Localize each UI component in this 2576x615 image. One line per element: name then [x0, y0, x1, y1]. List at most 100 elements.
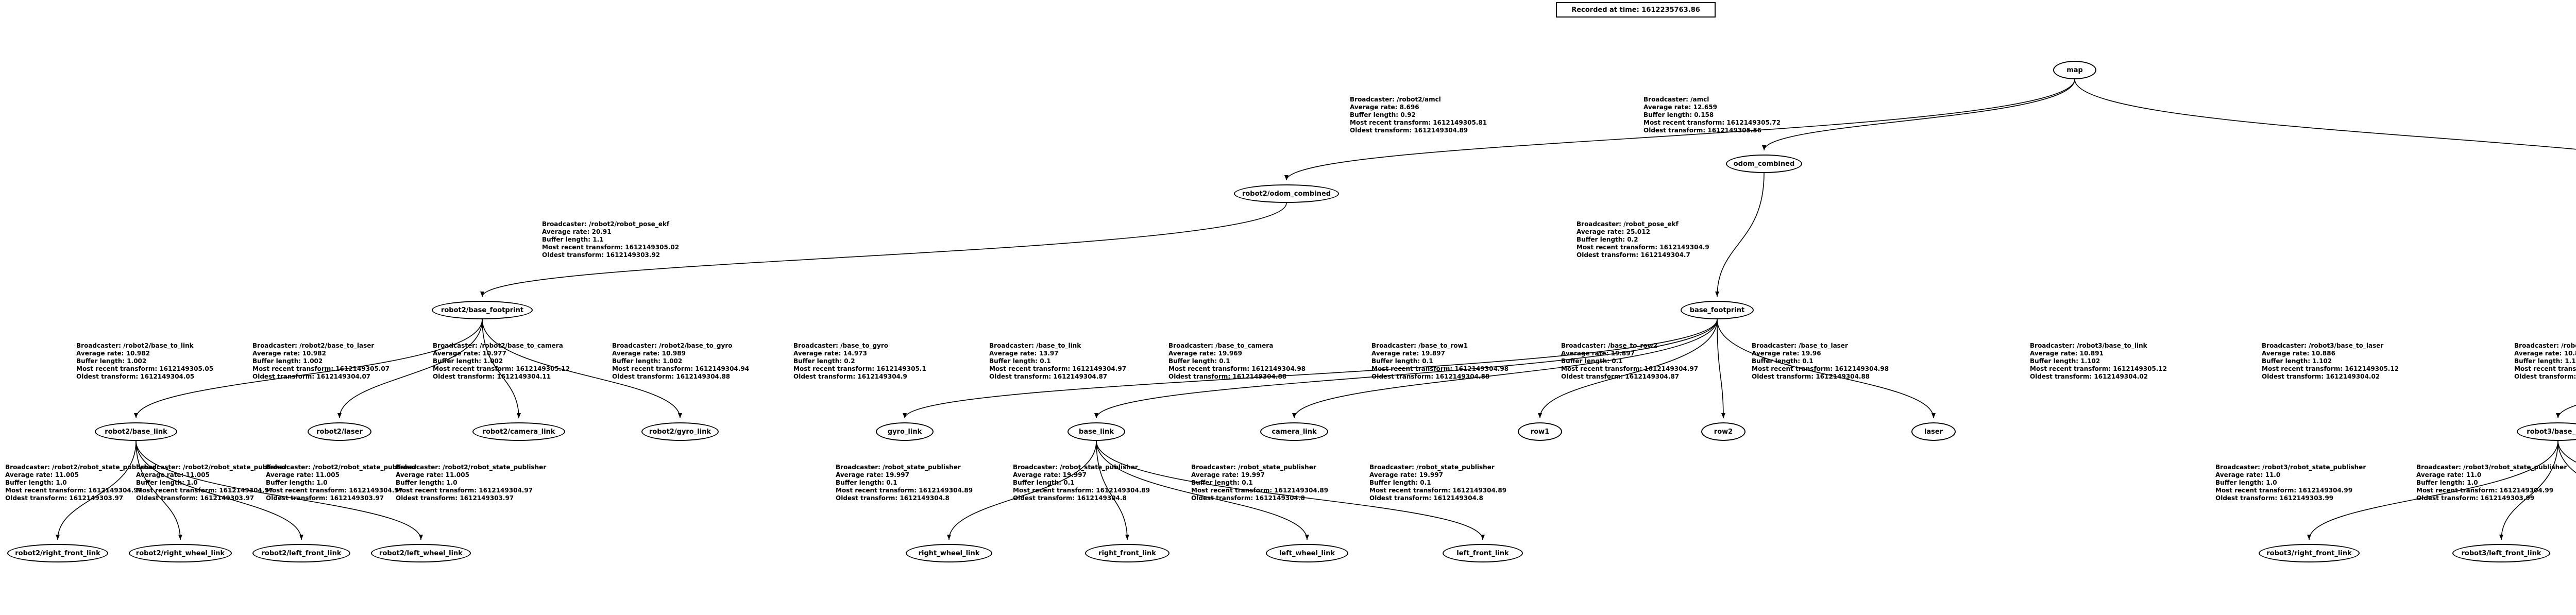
- edge-label-line: Average rate: 20.91: [542, 228, 612, 235]
- edge-label-line: Oldest transform: 1612149304.87: [1561, 373, 1680, 380]
- graph-node-label: robot2/right_front_link: [15, 549, 100, 557]
- graph-node-robot3-left-front-link[interactable]: robot3/left_front_link: [2452, 544, 2550, 562]
- edge-label-line: Most recent transform: 1612149304.98: [1752, 365, 1889, 372]
- edge-label-e-r2bl-lfl: Broadcaster: /robot2/robot_state_publish…: [266, 464, 416, 502]
- graph-edge: [1762, 79, 2075, 151]
- edge-label-line: Broadcaster: /robot2/base_to_camera: [433, 342, 563, 349]
- graph-node-label: robot2/right_wheel_link: [135, 549, 225, 557]
- edge-label-line: Average rate: 11.0: [2215, 471, 2281, 479]
- graph-node-robot3-base-link[interactable]: robot3/base_link: [2517, 422, 2576, 441]
- graph-node-robot2-left-front-link[interactable]: robot2/left_front_link: [252, 544, 350, 562]
- recorded-time-banner: Recorded at time: 1612235763.86: [1556, 2, 1716, 18]
- edge-label-line: Buffer length: 1.002: [252, 357, 323, 365]
- edge-label-line: Most recent transform: 1612149304.97: [989, 365, 1127, 372]
- edge-label-line: Average rate: 10.982: [252, 350, 326, 357]
- graph-node-robot2-left-wheel-link[interactable]: robot2/left_wheel_link: [371, 544, 471, 562]
- graph-node-robot2-camera-link[interactable]: robot2/camera_link: [472, 422, 565, 441]
- graph-node-gyro-link[interactable]: gyro_link: [876, 422, 934, 441]
- graph-node-base-link[interactable]: base_link: [1067, 422, 1125, 441]
- graph-node-label: laser: [1924, 428, 1943, 436]
- graph-node-left-front-link[interactable]: left_front_link: [1443, 544, 1523, 562]
- graph-node-robot2-right-wheel-link[interactable]: robot2/right_wheel_link: [129, 544, 232, 562]
- edge-label-line: Buffer length: 0.1: [1752, 357, 1814, 365]
- edge-label-e-r2bl-rwl: Broadcaster: /robot2/robot_state_publish…: [136, 464, 286, 502]
- graph-node-odom-combined[interactable]: odom_combined: [1726, 155, 1802, 173]
- graph-node-camera-link[interactable]: camera_link: [1260, 422, 1328, 441]
- graph-node-map[interactable]: map: [2053, 61, 2096, 79]
- edge-label-line: Oldest transform: 1612149304.8: [1369, 494, 1483, 502]
- edge-label-line: Most recent transform: 1612149305.12: [2030, 365, 2167, 372]
- graph-node-label: robot2/camera_link: [482, 428, 555, 436]
- edge-label-line: Most recent transform: 1612149304.97: [396, 487, 533, 494]
- graph-node-robot2-laser[interactable]: robot2/laser: [308, 422, 371, 441]
- edge-label-line: Oldest transform: 1612149304.03: [2514, 373, 2576, 380]
- edge-label-line: Most recent transform: 1612149305.07: [252, 365, 390, 372]
- edge-label-line: Broadcaster: /robot2/robot_state_publish…: [266, 464, 417, 471]
- edge-label-line: Buffer length: 0.158: [1643, 111, 1714, 118]
- edge-label-line: Most recent transform: 1612149305.1: [793, 365, 926, 372]
- graph-edge: [2074, 79, 2576, 150]
- edge-label-line: Average rate: 11.005: [396, 471, 469, 479]
- edge-label-line: Oldest transform: 1612149304.7: [1577, 251, 1690, 259]
- edge-label-line: Broadcaster: /base_to_laser: [1752, 342, 1848, 349]
- graph-node-row1[interactable]: row1: [1518, 422, 1562, 441]
- edge-label-line: Broadcaster: /robot2/base_to_laser: [252, 342, 375, 349]
- edge-label-line: Broadcaster: /robot2/robot_state_publish…: [396, 464, 547, 471]
- graph-node-robot2-base-footprint[interactable]: robot2/base_footprint: [432, 301, 533, 319]
- edge-label-line: Broadcaster: /robot2/base_to_gyro: [612, 342, 733, 349]
- edge-label-line: Buffer length: 0.1: [1013, 479, 1075, 486]
- graph-node-right-wheel-link[interactable]: right_wheel_link: [906, 544, 992, 562]
- edge-label-e-r3bf-r3cam: Broadcaster: /robot3/base_to_cameraAvera…: [2514, 342, 2576, 381]
- edge-label-line: Buffer length: 0.1: [836, 479, 897, 486]
- graph-node-robot2-base-link[interactable]: robot2/base_link: [95, 422, 177, 441]
- edge-label-line: Average rate: 10.977: [433, 350, 506, 357]
- edge-label-line: Broadcaster: /robot_state_publisher: [836, 464, 961, 471]
- edge-label-line: Most recent transform: 1612149304.89: [836, 487, 973, 494]
- graph-node-label: robot2/gyro_link: [649, 428, 711, 436]
- graph-node-right-front-link[interactable]: right_front_link: [1085, 544, 1170, 562]
- edge-label-line: Most recent transform: 1612149305.81: [1350, 119, 1487, 126]
- edge-label-line: Most recent transform: 1612149305.05: [76, 365, 214, 372]
- edge-label-line: Average rate: 11.005: [5, 471, 79, 479]
- graph-node-base-footprint[interactable]: base_footprint: [1681, 301, 1754, 319]
- edge-label-line: Average rate: 19.997: [1369, 471, 1443, 479]
- edge-label-line: Oldest transform: 1612149304.02: [2030, 373, 2148, 380]
- edge-label-line: Broadcaster: /base_to_row2: [1561, 342, 1658, 349]
- edge-label-line: Oldest transform: 1612149303.97: [5, 494, 124, 502]
- edge-label-line: Buffer length: 1.102: [2030, 357, 2100, 365]
- graph-node-robot3-right-front-link[interactable]: robot3/right_front_link: [2259, 544, 2360, 562]
- graph-node-label: robot2/laser: [316, 428, 363, 436]
- edge-label-line: Average rate: 8.696: [1350, 104, 1419, 111]
- edge-label-line: Buffer length: 1.0: [396, 479, 457, 486]
- graph-node-robot2-gyro-link[interactable]: robot2/gyro_link: [641, 422, 719, 441]
- graph-node-label: robot2/odom_combined: [1242, 190, 1331, 198]
- edge-label-line: Most recent transform: 1612149304.9: [1577, 244, 1709, 251]
- graph-node-row2[interactable]: row2: [1701, 422, 1745, 441]
- graph-node-label: robot3/base_link: [2527, 428, 2576, 436]
- graph-node-left-wheel-link[interactable]: left_wheel_link: [1266, 544, 1348, 562]
- edge-label-line: Most recent transform: 1612149304.97: [266, 487, 403, 494]
- edge-label-line: Most recent transform: 1612149304.97: [136, 487, 274, 494]
- edge-label-line: Oldest transform: 1612149304.88: [612, 373, 731, 380]
- edge-label-line: Oldest transform: 1612149303.97: [266, 494, 384, 502]
- edge-label-line: Buffer length: 0.1: [1369, 479, 1431, 486]
- graph-node-label: right_front_link: [1098, 549, 1156, 557]
- edge-label-line: Average rate: 19.997: [836, 471, 909, 479]
- edge-label-e-r3bl-lfl: Broadcaster: /robot3/robot_state_publish…: [2416, 464, 2567, 502]
- graph-node-laser[interactable]: laser: [1911, 422, 1956, 441]
- edge-label-line: Oldest transform: 1612149304.11: [433, 373, 551, 380]
- edge-label-line: Most recent transform: 1612149304.98: [1168, 365, 1306, 372]
- edge-label-line: Buffer length: 0.2: [1577, 236, 1638, 243]
- edge-label-line: Buffer length: 1.0: [266, 479, 328, 486]
- graph-node-robot2-odom-combined[interactable]: robot2/odom_combined: [1234, 184, 1339, 203]
- graph-node-robot2-right-front-link[interactable]: robot2/right_front_link: [7, 544, 108, 562]
- edge-label-line: Most recent transform: 1612149304.98: [1371, 365, 1509, 372]
- edge-label-line: Buffer length: 1.1: [542, 236, 604, 243]
